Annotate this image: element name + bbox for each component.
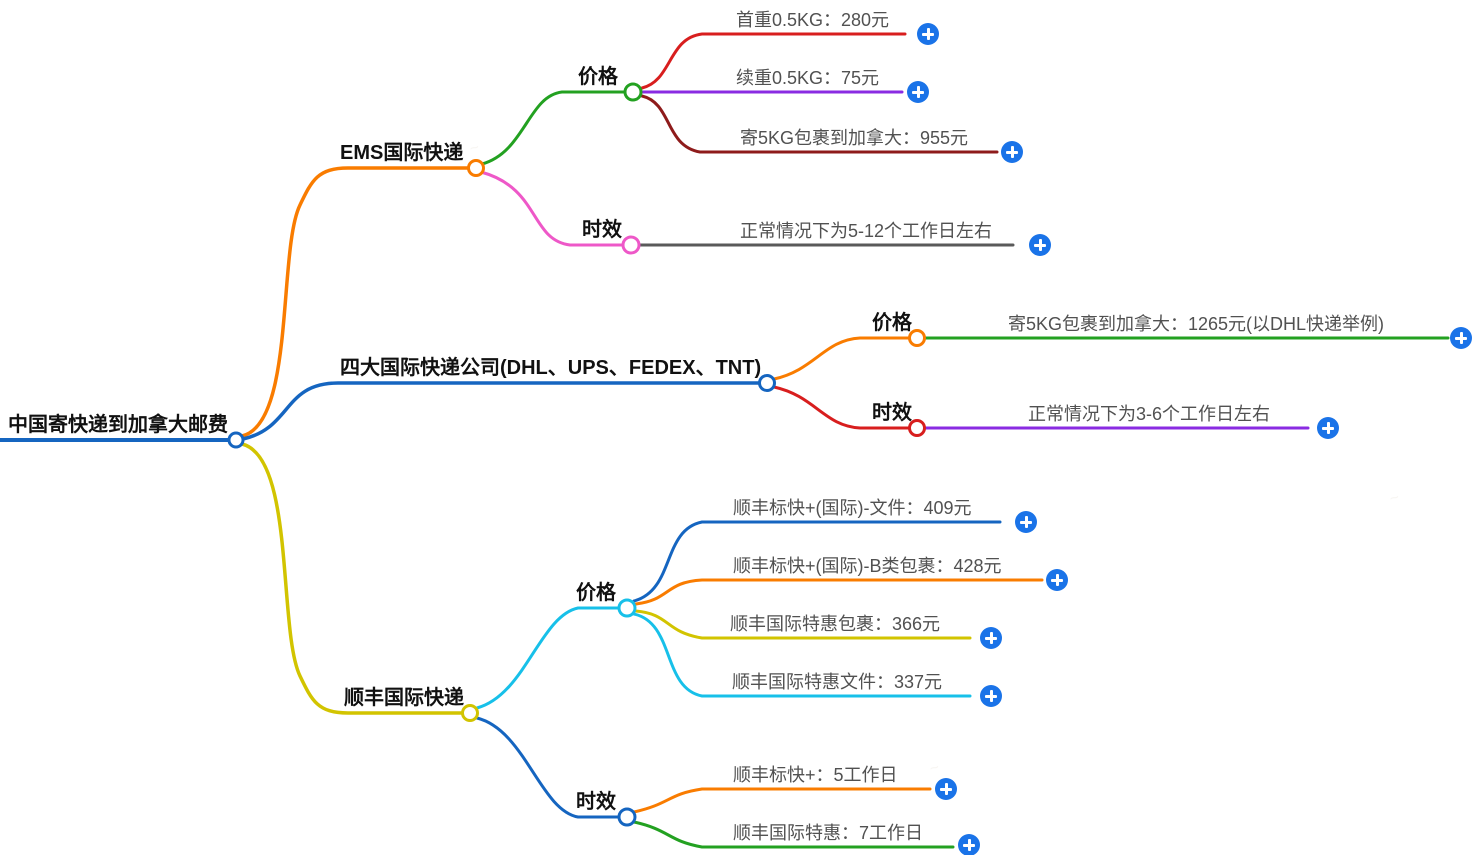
- connector-sf-time-express: [632, 787, 932, 814]
- connector-sf-price-economy-doc: [632, 612, 972, 698]
- leaf-ems-additional-weight[interactable]: 续重0.5KG：75元: [736, 68, 880, 89]
- connector-big4: [241, 381, 761, 441]
- connector-ems-price: [480, 90, 626, 166]
- expand-button plus-icon[interactable]: [980, 627, 1002, 649]
- expand-button plus-icon[interactable]: [917, 23, 939, 45]
- big4-price-node-label[interactable]: 价格: [872, 312, 912, 334]
- leaf-sf-economy-time[interactable]: 顺丰国际特惠：7工作日: [733, 823, 924, 844]
- leaf-ems-5kg-price[interactable]: 寄5KG包裹到加拿大：955元: [740, 128, 969, 149]
- connector-sf-price-bparcel: [634, 578, 1044, 606]
- expand-button plus-icon[interactable]: [907, 81, 929, 103]
- leaf-ems-first-weight[interactable]: 首重0.5KG：280元: [736, 10, 890, 31]
- connector-sf-price: [475, 606, 620, 710]
- sf-price-node-label[interactable]: 价格: [576, 582, 616, 604]
- expand-button plus-icon[interactable]: [1046, 569, 1068, 591]
- sf-node-label[interactable]: 顺丰国际快递: [344, 687, 464, 709]
- ems-time-node-circle[interactable]: [621, 235, 641, 255]
- sf-time-node-label[interactable]: 时效: [576, 791, 616, 813]
- root-node-circle[interactable]: [227, 431, 245, 449]
- expand-button plus-icon[interactable]: [980, 685, 1002, 707]
- ems-node-label[interactable]: EMS国际快递: [340, 142, 464, 164]
- connector-ems-price-first-weight: [640, 32, 907, 90]
- leaf-sf-economy-parcel[interactable]: 顺丰国际特惠包裹：366元: [730, 614, 941, 635]
- connector-ems: [240, 166, 470, 438]
- ems-price-node-circle[interactable]: [623, 82, 643, 102]
- sf-price-node-circle[interactable]: [617, 598, 637, 618]
- big4-time-node-circle[interactable]: [908, 419, 926, 437]
- expand-button plus-icon[interactable]: [1015, 511, 1037, 533]
- ems-time-node-label[interactable]: 时效: [582, 219, 622, 241]
- expand-button plus-icon[interactable]: [1317, 417, 1339, 439]
- sf-node-circle[interactable]: [461, 704, 479, 722]
- big4-node-label[interactable]: 四大国际快递公司(DHL、UPS、FEDEX、TNT): [340, 357, 762, 379]
- ems-price-node-label[interactable]: 价格: [578, 66, 618, 88]
- expand-button plus-icon[interactable]: [935, 778, 957, 800]
- sf-time-node-circle[interactable]: [617, 807, 637, 827]
- connector-big4-time: [772, 385, 911, 430]
- leaf-sf-express-doc[interactable]: 顺丰标快+(国际)-文件：409元: [733, 498, 972, 519]
- root-node-label[interactable]: 中国寄快递到加拿大邮费: [8, 414, 228, 436]
- connector-sf-price-doc: [632, 520, 1002, 603]
- connector-sf-time-economy: [632, 820, 955, 849]
- expand-button plus-icon[interactable]: [1450, 327, 1472, 349]
- expand-button plus-icon[interactable]: [958, 834, 980, 855]
- connector-sf-time: [475, 716, 620, 819]
- leaf-sf-economy-doc[interactable]: 顺丰国际特惠文件：337元: [732, 672, 943, 693]
- connector-ems-price-5kg: [640, 94, 999, 154]
- leaf-sf-express-time[interactable]: 顺丰标快+：5工作日: [733, 765, 898, 786]
- expand-button plus-icon[interactable]: [1029, 234, 1051, 256]
- ems-node-circle[interactable]: [467, 159, 485, 177]
- big4-node-circle[interactable]: [758, 374, 776, 392]
- leaf-ems-delivery-time[interactable]: 正常情况下为5-12个工作日左右: [740, 221, 993, 242]
- leaf-big4-delivery-time[interactable]: 正常情况下为3-6个工作日左右: [1028, 404, 1271, 425]
- connector-sf-price-economy-parcel: [634, 609, 972, 640]
- leaf-sf-express-bparcel[interactable]: 顺丰标快+(国际)-B类包裹：428元: [733, 556, 1002, 577]
- big4-time-node-label[interactable]: 时效: [872, 402, 912, 424]
- connector-sf: [240, 442, 464, 715]
- connector-big4-price: [772, 336, 911, 381]
- big4-price-node-circle[interactable]: [908, 329, 926, 347]
- connector-ems-time: [479, 170, 624, 247]
- expand-button plus-icon[interactable]: [1001, 141, 1023, 163]
- leaf-big4-5kg-price[interactable]: 寄5KG包裹到加拿大：1265元(以DHL快递举例): [1008, 314, 1385, 335]
